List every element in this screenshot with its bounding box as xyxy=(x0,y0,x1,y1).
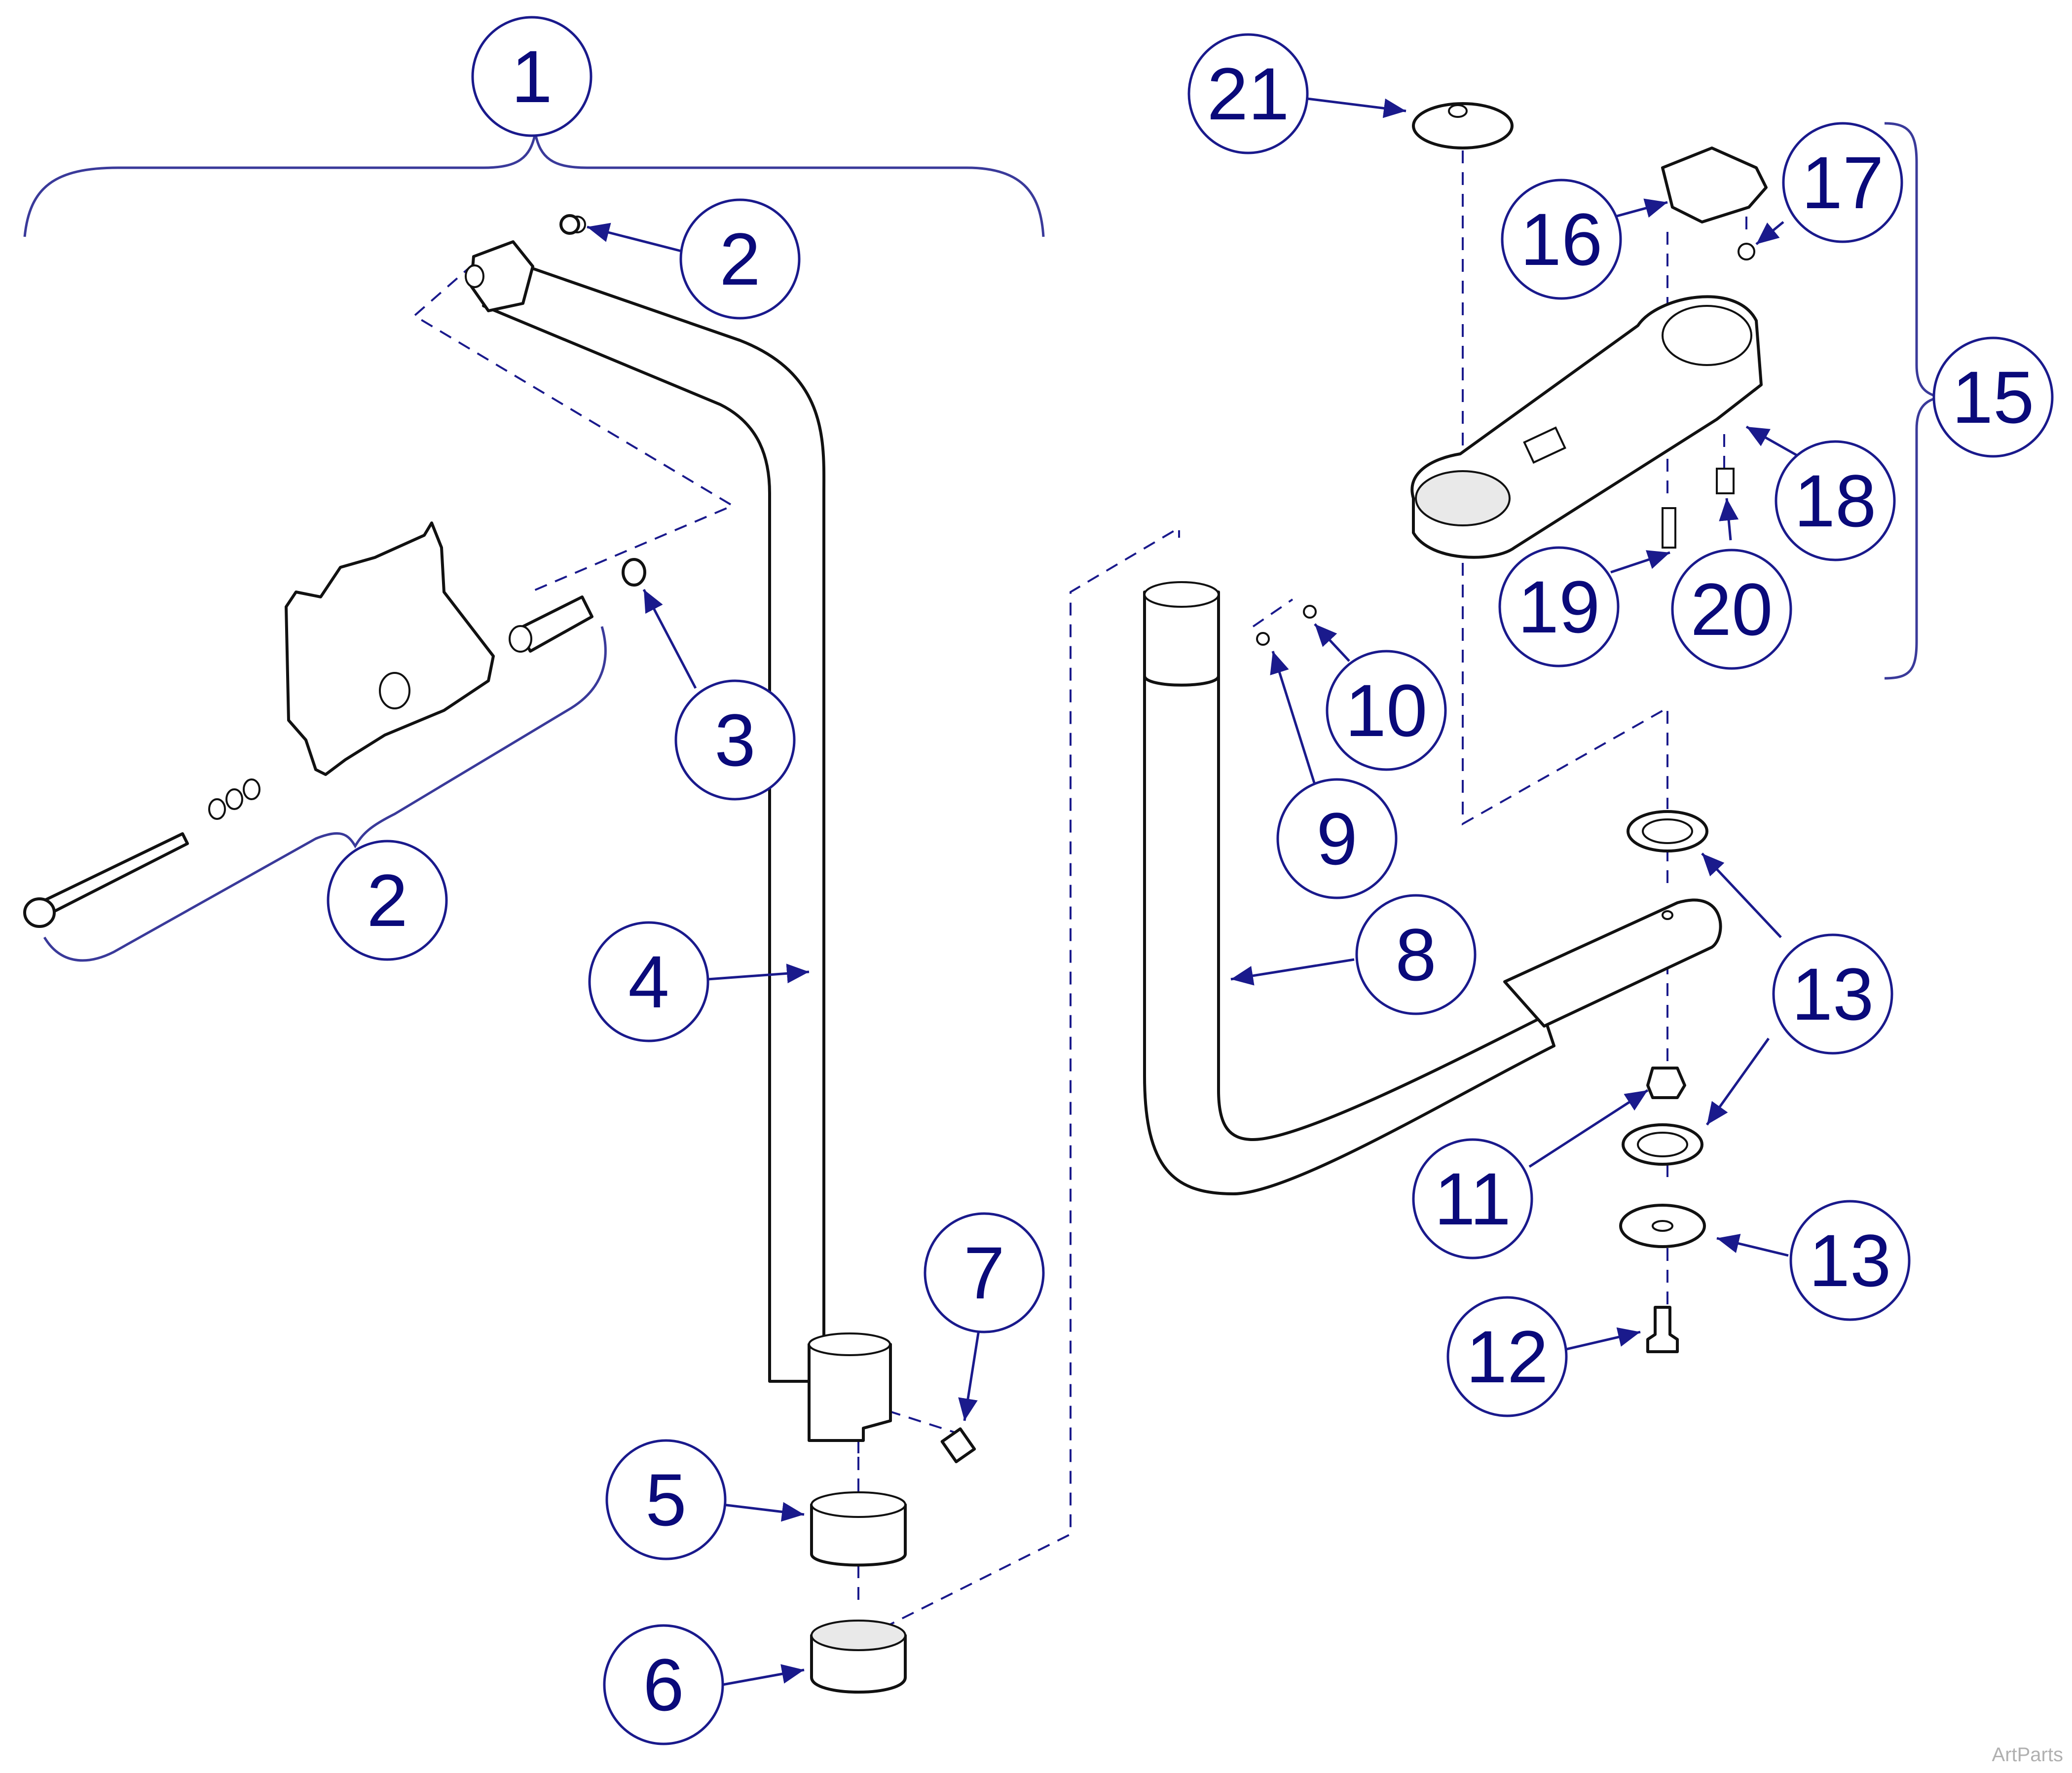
callout-2-upper-label: 2 xyxy=(719,218,760,300)
tube-part-4 xyxy=(482,255,892,1442)
setscrew-part-7 xyxy=(940,1427,976,1464)
callout-4-label: 4 xyxy=(628,940,669,1023)
cap-part-21 xyxy=(1412,102,1514,149)
callout-21-label: 21 xyxy=(1207,52,1290,135)
clevis-end xyxy=(465,216,586,312)
callout-17: 17 xyxy=(1782,122,1903,243)
callout-15: 15 xyxy=(1932,336,2054,458)
setscrew-part-20 xyxy=(1716,468,1735,494)
callout-9-label: 9 xyxy=(1316,797,1357,880)
callout-1-label: 1 xyxy=(511,35,552,118)
callout-16-label: 16 xyxy=(1520,198,1603,281)
screw-part-10 xyxy=(1303,605,1317,619)
retaining-ring-part-3 xyxy=(622,558,646,587)
callout-3: 3 xyxy=(674,679,796,801)
callout-6: 6 xyxy=(603,1624,724,1745)
callout-12-label: 12 xyxy=(1466,1315,1549,1398)
callout-21: 21 xyxy=(1187,33,1309,154)
bolt-part-2 xyxy=(23,778,260,928)
tube-part-8 xyxy=(1143,581,1722,1195)
washer-part-9 xyxy=(1256,632,1270,646)
screw-part-19 xyxy=(1662,507,1676,549)
mount-bracket xyxy=(285,521,593,776)
callout-2-lower-label: 2 xyxy=(367,859,407,942)
arm-part-18 xyxy=(1410,295,1763,559)
callout-2-lower: 2 xyxy=(327,840,448,961)
callout-8-label: 8 xyxy=(1395,913,1436,996)
callout-19-label: 19 xyxy=(1518,565,1600,648)
callout-10: 10 xyxy=(1326,650,1447,771)
screw-part-17 xyxy=(1738,243,1755,260)
callout-4: 4 xyxy=(588,921,709,1042)
callout-11: 11 xyxy=(1412,1138,1533,1259)
callout-20-label: 20 xyxy=(1691,568,1773,651)
callout-15-label: 15 xyxy=(1952,356,2035,439)
callout-5-label: 5 xyxy=(645,1458,686,1541)
callout-11-label: 11 xyxy=(1434,1157,1511,1240)
callout-19: 19 xyxy=(1498,546,1620,667)
leader-arrows xyxy=(587,97,1804,1686)
callout-13-upper: 13 xyxy=(1772,933,1893,1055)
artparts-watermark: ArtParts xyxy=(1992,1744,2063,1766)
callout-7-label: 7 xyxy=(963,1231,1004,1314)
callout-12: 12 xyxy=(1446,1296,1568,1417)
callout-1: 1 xyxy=(471,16,592,137)
callout-13-lower-label: 13 xyxy=(1809,1219,1891,1302)
flange-part-11 xyxy=(1646,1067,1686,1099)
bushing-part-5 xyxy=(810,1491,907,1567)
bolt-part-12 xyxy=(1646,1306,1679,1353)
bearing-part-6 xyxy=(810,1620,907,1694)
callout-2-upper: 2 xyxy=(679,198,801,320)
callout-17-label: 17 xyxy=(1802,141,1884,224)
hardware-2-brace xyxy=(43,626,607,962)
callout-18: 18 xyxy=(1775,440,1896,561)
callout-8: 8 xyxy=(1355,894,1477,1015)
nut-part-2 xyxy=(559,214,580,235)
assembly-1-brace xyxy=(23,133,1045,237)
callout-3-label: 3 xyxy=(714,699,755,781)
callout-20: 20 xyxy=(1671,549,1792,670)
callout-6-label: 6 xyxy=(643,1643,684,1726)
callout-10-label: 10 xyxy=(1345,669,1428,752)
callout-13-lower: 13 xyxy=(1789,1200,1911,1321)
callout-16: 16 xyxy=(1501,179,1622,300)
callout-18-label: 18 xyxy=(1794,459,1877,542)
plate-part-16 xyxy=(1661,147,1768,223)
callout-5: 5 xyxy=(605,1439,727,1560)
callout-7: 7 xyxy=(924,1212,1045,1333)
callout-9: 9 xyxy=(1276,778,1398,899)
assembly-centerlines xyxy=(412,150,1747,1639)
callout-13-upper-label: 13 xyxy=(1792,953,1874,1035)
